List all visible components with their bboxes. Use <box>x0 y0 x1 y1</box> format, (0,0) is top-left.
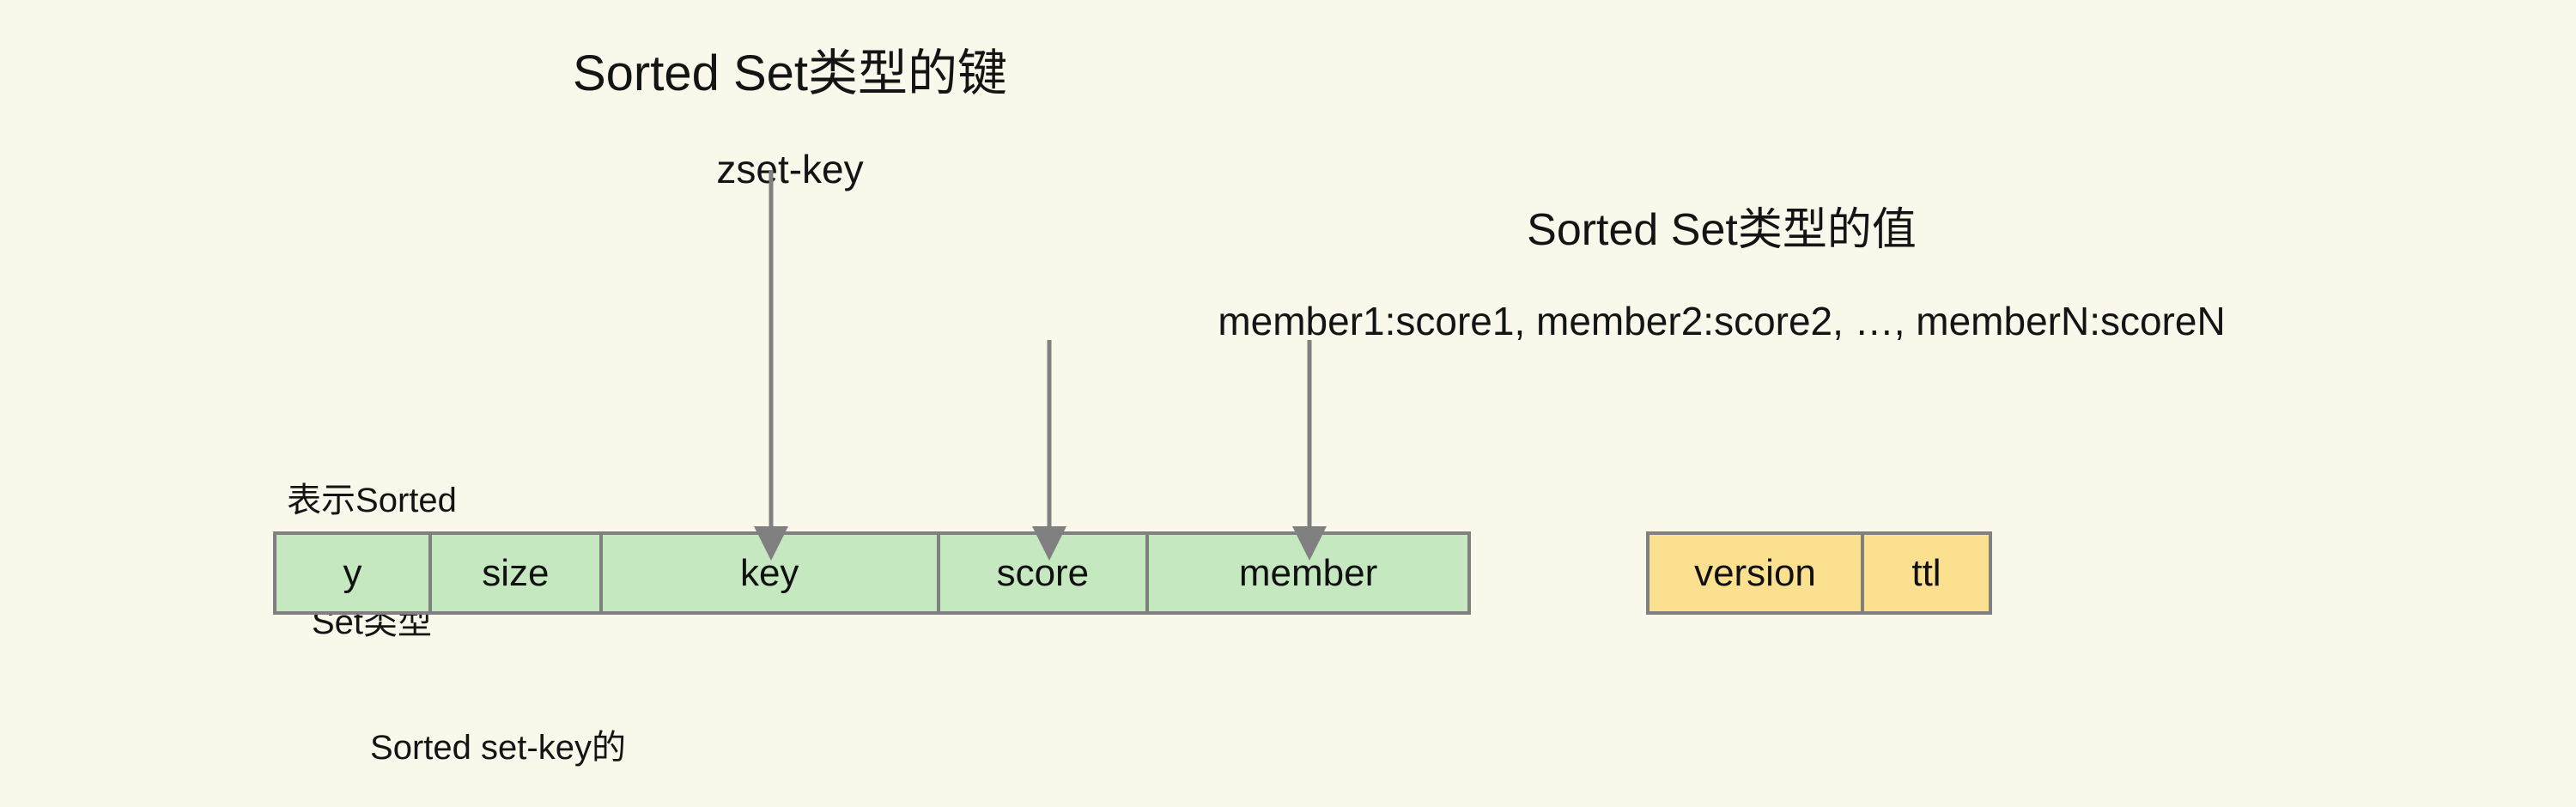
field-score: score <box>939 535 1150 611</box>
field-key: key <box>602 535 940 611</box>
field-size: size <box>431 535 603 611</box>
value-annotation-title: Sorted Set类型的值 <box>1527 204 1917 255</box>
value-annotation-subtitle: member1:score1, member2:score2, …, membe… <box>1218 298 2226 343</box>
meta-ttl: ttl <box>1863 535 1989 611</box>
field-member-label: member <box>1238 551 1378 594</box>
key-annotation-subtitle: zset-key <box>716 146 864 191</box>
meta-version-label: version <box>1694 551 1816 594</box>
field-y-label: y <box>343 551 362 594</box>
size-note: Sorted set-key的 长度，最大254B <box>258 647 738 807</box>
zset-record-row: y size key score member <box>273 531 1471 615</box>
meta-ttl-label: ttl <box>1911 551 1941 594</box>
field-key-label: key <box>739 551 799 594</box>
field-member: member <box>1149 535 1468 611</box>
field-y: y <box>276 535 432 611</box>
key-annotation-title: Sorted Set类型的键 <box>572 45 1008 101</box>
field-score-label: score <box>996 551 1090 594</box>
key-annotation: Sorted Set类型的键 zset-key <box>464 12 1116 225</box>
type-flag-note-line1: 表示Sorted <box>287 482 457 520</box>
field-size-label: size <box>482 551 550 594</box>
size-note-line1: Sorted set-key的 <box>370 729 626 768</box>
value-annotation: Sorted Set类型的值 member1:score1, member2:s… <box>936 172 2507 377</box>
zset-metadata-row: version ttl <box>1646 531 1992 615</box>
meta-version: version <box>1649 535 1864 611</box>
